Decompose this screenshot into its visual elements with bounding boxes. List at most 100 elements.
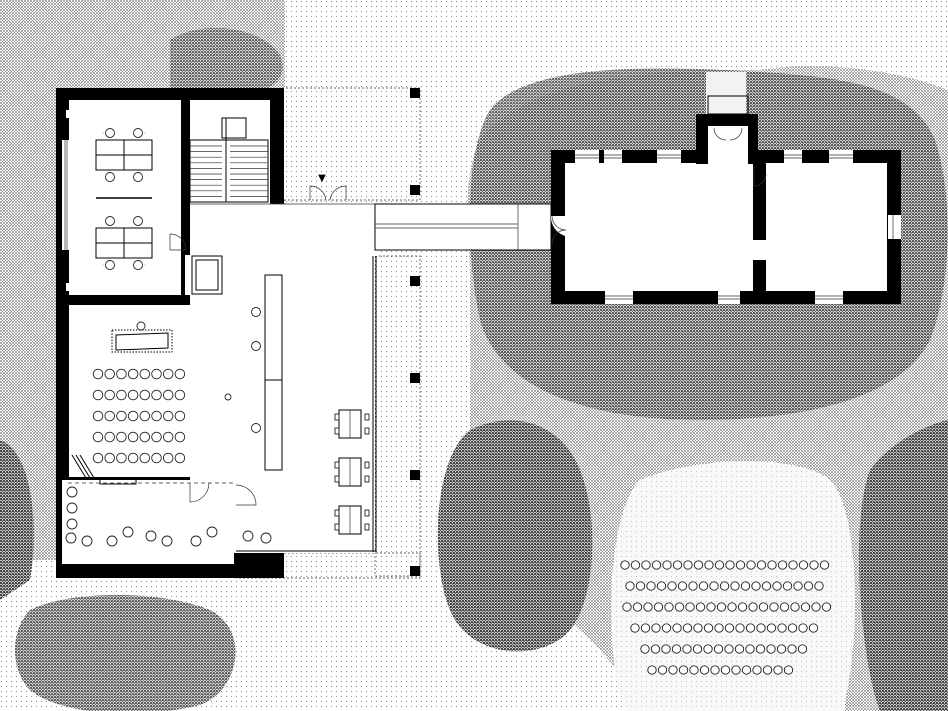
stair-hall <box>190 100 270 204</box>
house-room-east <box>766 163 887 291</box>
chair <box>133 216 143 226</box>
window <box>605 291 633 304</box>
chair <box>657 665 668 675</box>
chair <box>151 431 162 443</box>
chair <box>719 581 730 591</box>
window <box>604 150 622 163</box>
chair <box>672 560 683 570</box>
chair <box>635 581 646 591</box>
chair <box>734 644 745 654</box>
window <box>718 291 740 304</box>
chair <box>139 368 151 380</box>
chair <box>762 665 773 675</box>
chair <box>653 602 664 612</box>
chair <box>104 431 115 443</box>
chair <box>692 644 703 654</box>
chair <box>777 623 787 633</box>
chair <box>625 581 635 591</box>
chair <box>162 368 174 380</box>
chair <box>650 644 661 654</box>
chair <box>127 368 139 380</box>
chair <box>65 532 77 544</box>
chair <box>139 410 151 422</box>
chair <box>92 389 104 401</box>
chair <box>162 431 174 443</box>
chair <box>260 532 272 544</box>
chair <box>798 623 808 633</box>
chair <box>772 581 782 591</box>
chair <box>766 644 776 654</box>
chair <box>755 644 766 654</box>
chair <box>651 560 662 570</box>
chair <box>162 410 174 422</box>
chair <box>647 665 657 675</box>
chair <box>811 602 821 612</box>
chair <box>122 526 134 538</box>
terrace-columns <box>410 88 420 576</box>
chair <box>632 602 643 612</box>
chair <box>104 389 115 401</box>
chair <box>641 560 651 570</box>
chair <box>756 560 767 570</box>
chair <box>92 368 104 380</box>
window <box>829 150 853 163</box>
historic-house <box>550 72 901 304</box>
chair <box>672 623 682 633</box>
chair <box>105 216 115 226</box>
chair <box>758 602 769 612</box>
chair <box>803 581 814 591</box>
chair <box>151 410 162 422</box>
foyer-seating <box>65 477 272 547</box>
cafe-chair <box>364 413 370 421</box>
chair <box>674 602 685 612</box>
chair <box>66 502 78 514</box>
chair <box>756 623 766 633</box>
chair <box>127 410 139 422</box>
chair <box>662 560 672 570</box>
chair <box>748 602 758 612</box>
chair <box>821 602 832 612</box>
chair <box>174 410 186 422</box>
chair <box>251 341 261 351</box>
cafe-chair <box>364 427 370 435</box>
chair <box>735 560 746 570</box>
chair <box>174 431 186 443</box>
chair <box>714 560 725 570</box>
chair <box>727 602 737 612</box>
chair <box>706 602 716 612</box>
chair <box>145 530 157 542</box>
chair <box>745 644 755 654</box>
chair <box>66 486 78 498</box>
chair <box>162 389 174 401</box>
chair <box>819 560 830 570</box>
cafe-chair <box>364 461 370 469</box>
chair <box>251 307 261 317</box>
chair <box>782 581 793 591</box>
chair <box>116 368 127 380</box>
chair <box>767 560 777 570</box>
foyer-bench <box>99 477 137 485</box>
chair <box>713 644 724 654</box>
window <box>657 150 681 163</box>
covered-walkway <box>374 203 552 251</box>
chair <box>761 581 772 591</box>
chair <box>724 644 734 654</box>
chair <box>116 452 127 464</box>
cafe-chair <box>364 509 370 517</box>
chair <box>622 602 632 612</box>
chair <box>104 368 115 380</box>
chair <box>105 128 115 138</box>
chair <box>689 665 699 675</box>
chair <box>677 581 688 591</box>
chair <box>808 623 819 633</box>
chair <box>745 623 756 633</box>
glazing <box>190 203 377 552</box>
chair <box>704 560 714 570</box>
chair <box>620 560 630 570</box>
chair <box>651 623 661 633</box>
chair <box>116 389 127 401</box>
chair <box>92 431 104 443</box>
chair <box>731 665 741 675</box>
chair <box>685 602 695 612</box>
